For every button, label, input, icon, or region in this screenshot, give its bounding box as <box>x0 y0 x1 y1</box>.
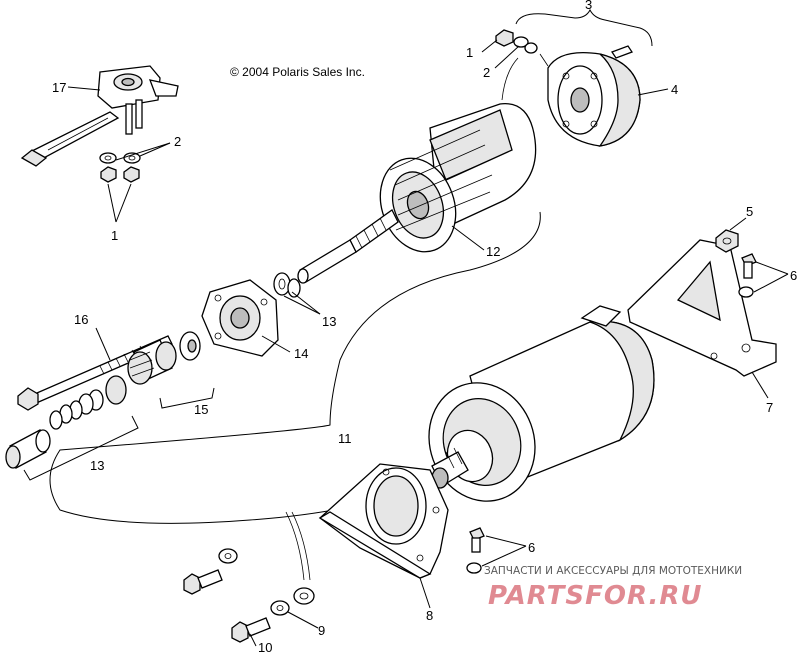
part-6-screw-lower <box>466 527 485 574</box>
leader-13-upper-b <box>283 295 321 315</box>
bracket-13-lower <box>23 415 139 481</box>
leader-16 <box>95 327 111 361</box>
callout-10: 10 <box>258 640 272 654</box>
part-6-screw-right <box>738 253 757 298</box>
leader-4 <box>637 88 669 96</box>
part-4-end-cap <box>539 45 641 147</box>
part-1-nut-top <box>495 29 538 54</box>
bracket-3 <box>515 8 653 47</box>
part-8-mounting-bracket <box>318 463 449 579</box>
leader-7 <box>751 371 769 399</box>
leader-1-left <box>107 183 117 223</box>
callout-2-top: 2 <box>483 65 490 80</box>
callout-3: 3 <box>585 0 592 12</box>
leader-5 <box>729 217 747 231</box>
part-14-drive-housing <box>201 279 279 357</box>
callout-15: 15 <box>194 402 208 417</box>
callout-11: 11 <box>338 431 352 446</box>
callout-1-left: 1 <box>111 228 118 243</box>
leader-6-lower-b <box>481 545 527 567</box>
part-starter-motor-body <box>428 305 655 502</box>
callout-12: 12 <box>486 244 500 259</box>
callout-14: 14 <box>294 346 308 361</box>
bracket-15 <box>159 387 215 409</box>
leader-14 <box>261 335 291 353</box>
leader-12 <box>451 225 485 251</box>
leader-13-upper <box>291 291 321 315</box>
leader-17 <box>67 86 101 91</box>
watermark-brand: PARTSFOR.RU <box>488 581 702 611</box>
callout-13-upper: 13 <box>322 314 336 329</box>
part-12-armature <box>297 103 537 284</box>
part-13-parts-lower <box>5 375 127 469</box>
leader-1-top <box>481 39 498 53</box>
callout-16: 16 <box>74 312 88 327</box>
leader-6-right-b <box>753 273 789 293</box>
part-7-rear-bracket <box>627 239 777 377</box>
bracket-11 <box>49 211 541 524</box>
leader-6-lower <box>485 535 527 547</box>
callout-2-left: 2 <box>174 134 181 149</box>
callout-6-right: 6 <box>790 268 797 283</box>
callout-1-top: 1 <box>466 45 473 60</box>
callout-17: 17 <box>52 80 66 95</box>
leader-10 <box>249 633 257 647</box>
part-17-solenoid-switch <box>20 65 179 167</box>
part-5-nut <box>715 229 739 253</box>
leader-6-right <box>755 261 789 275</box>
part-13-washers-upper <box>273 272 301 298</box>
callout-9: 9 <box>318 623 325 638</box>
leader-2-left <box>139 142 171 157</box>
callout-6-lower: 6 <box>528 540 535 555</box>
callout-13-lower: 13 <box>90 458 104 473</box>
callout-7: 7 <box>766 400 773 415</box>
leader-9 <box>287 611 319 629</box>
leader-2-left-b <box>115 142 171 161</box>
callout-4: 4 <box>671 82 678 97</box>
part-washers-left <box>99 152 141 183</box>
copyright-text: © 2004 Polaris Sales Inc. <box>230 65 365 79</box>
leader-1-left-b <box>115 183 132 223</box>
part-9-cable-terminal <box>218 511 315 616</box>
wire-top <box>501 57 519 101</box>
callout-5: 5 <box>746 204 753 219</box>
watermark-tagline: ЗАПЧАСТИ И АКСЕССУАРЫ ДЛЯ МОТОТЕХНИКИ <box>484 565 742 577</box>
part-10-bolts <box>183 569 271 643</box>
leader-2-top <box>494 45 520 69</box>
callout-8: 8 <box>426 608 433 623</box>
leader-8 <box>419 577 431 609</box>
part-15-pinion-drive <box>127 331 201 385</box>
